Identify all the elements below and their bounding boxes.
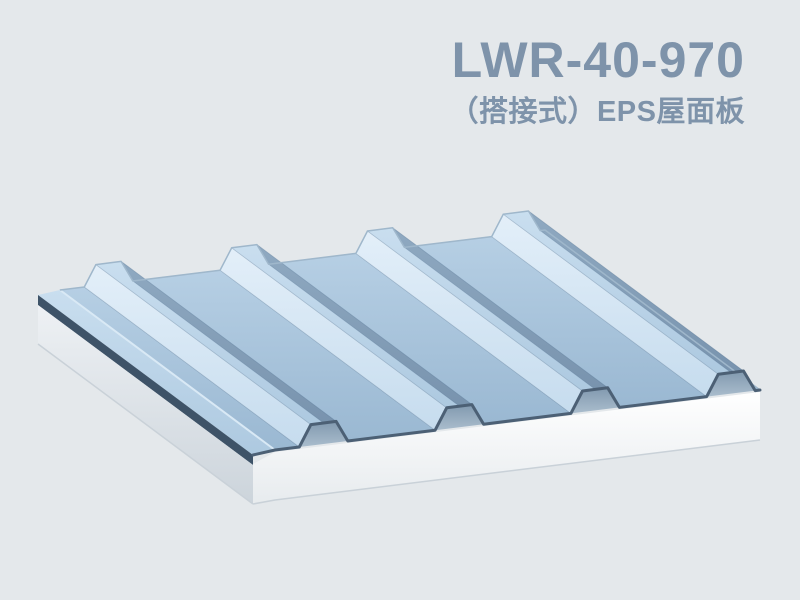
panel-rib-highlight-slopes xyxy=(83,213,719,448)
rib-front-hollow xyxy=(570,387,620,414)
rib-front-hollow xyxy=(299,421,348,447)
steel-profile-edge-line xyxy=(251,369,762,457)
rib-front-hollows xyxy=(299,371,756,447)
product-model-title: LWR-40-970 xyxy=(451,32,745,88)
lap-flange xyxy=(38,290,275,465)
foam-front-face xyxy=(253,392,760,504)
left-edge-highlight xyxy=(59,289,276,451)
product-type-subtitle: （搭接式）EPS屋面板 xyxy=(449,95,745,128)
back-edge-line xyxy=(59,210,761,391)
foam-bottom-edge xyxy=(37,343,761,505)
foam-left-face xyxy=(38,305,253,504)
rib-front-hollow xyxy=(706,371,756,397)
product-header: LWR-40-970 （搭接式）EPS屋面板 xyxy=(449,34,745,128)
panel-rib-shadow-slopes xyxy=(120,210,756,442)
lap-flange-top xyxy=(38,290,275,455)
lap-flange-metal-edge xyxy=(38,295,253,465)
rib-front-hollow xyxy=(435,404,484,431)
